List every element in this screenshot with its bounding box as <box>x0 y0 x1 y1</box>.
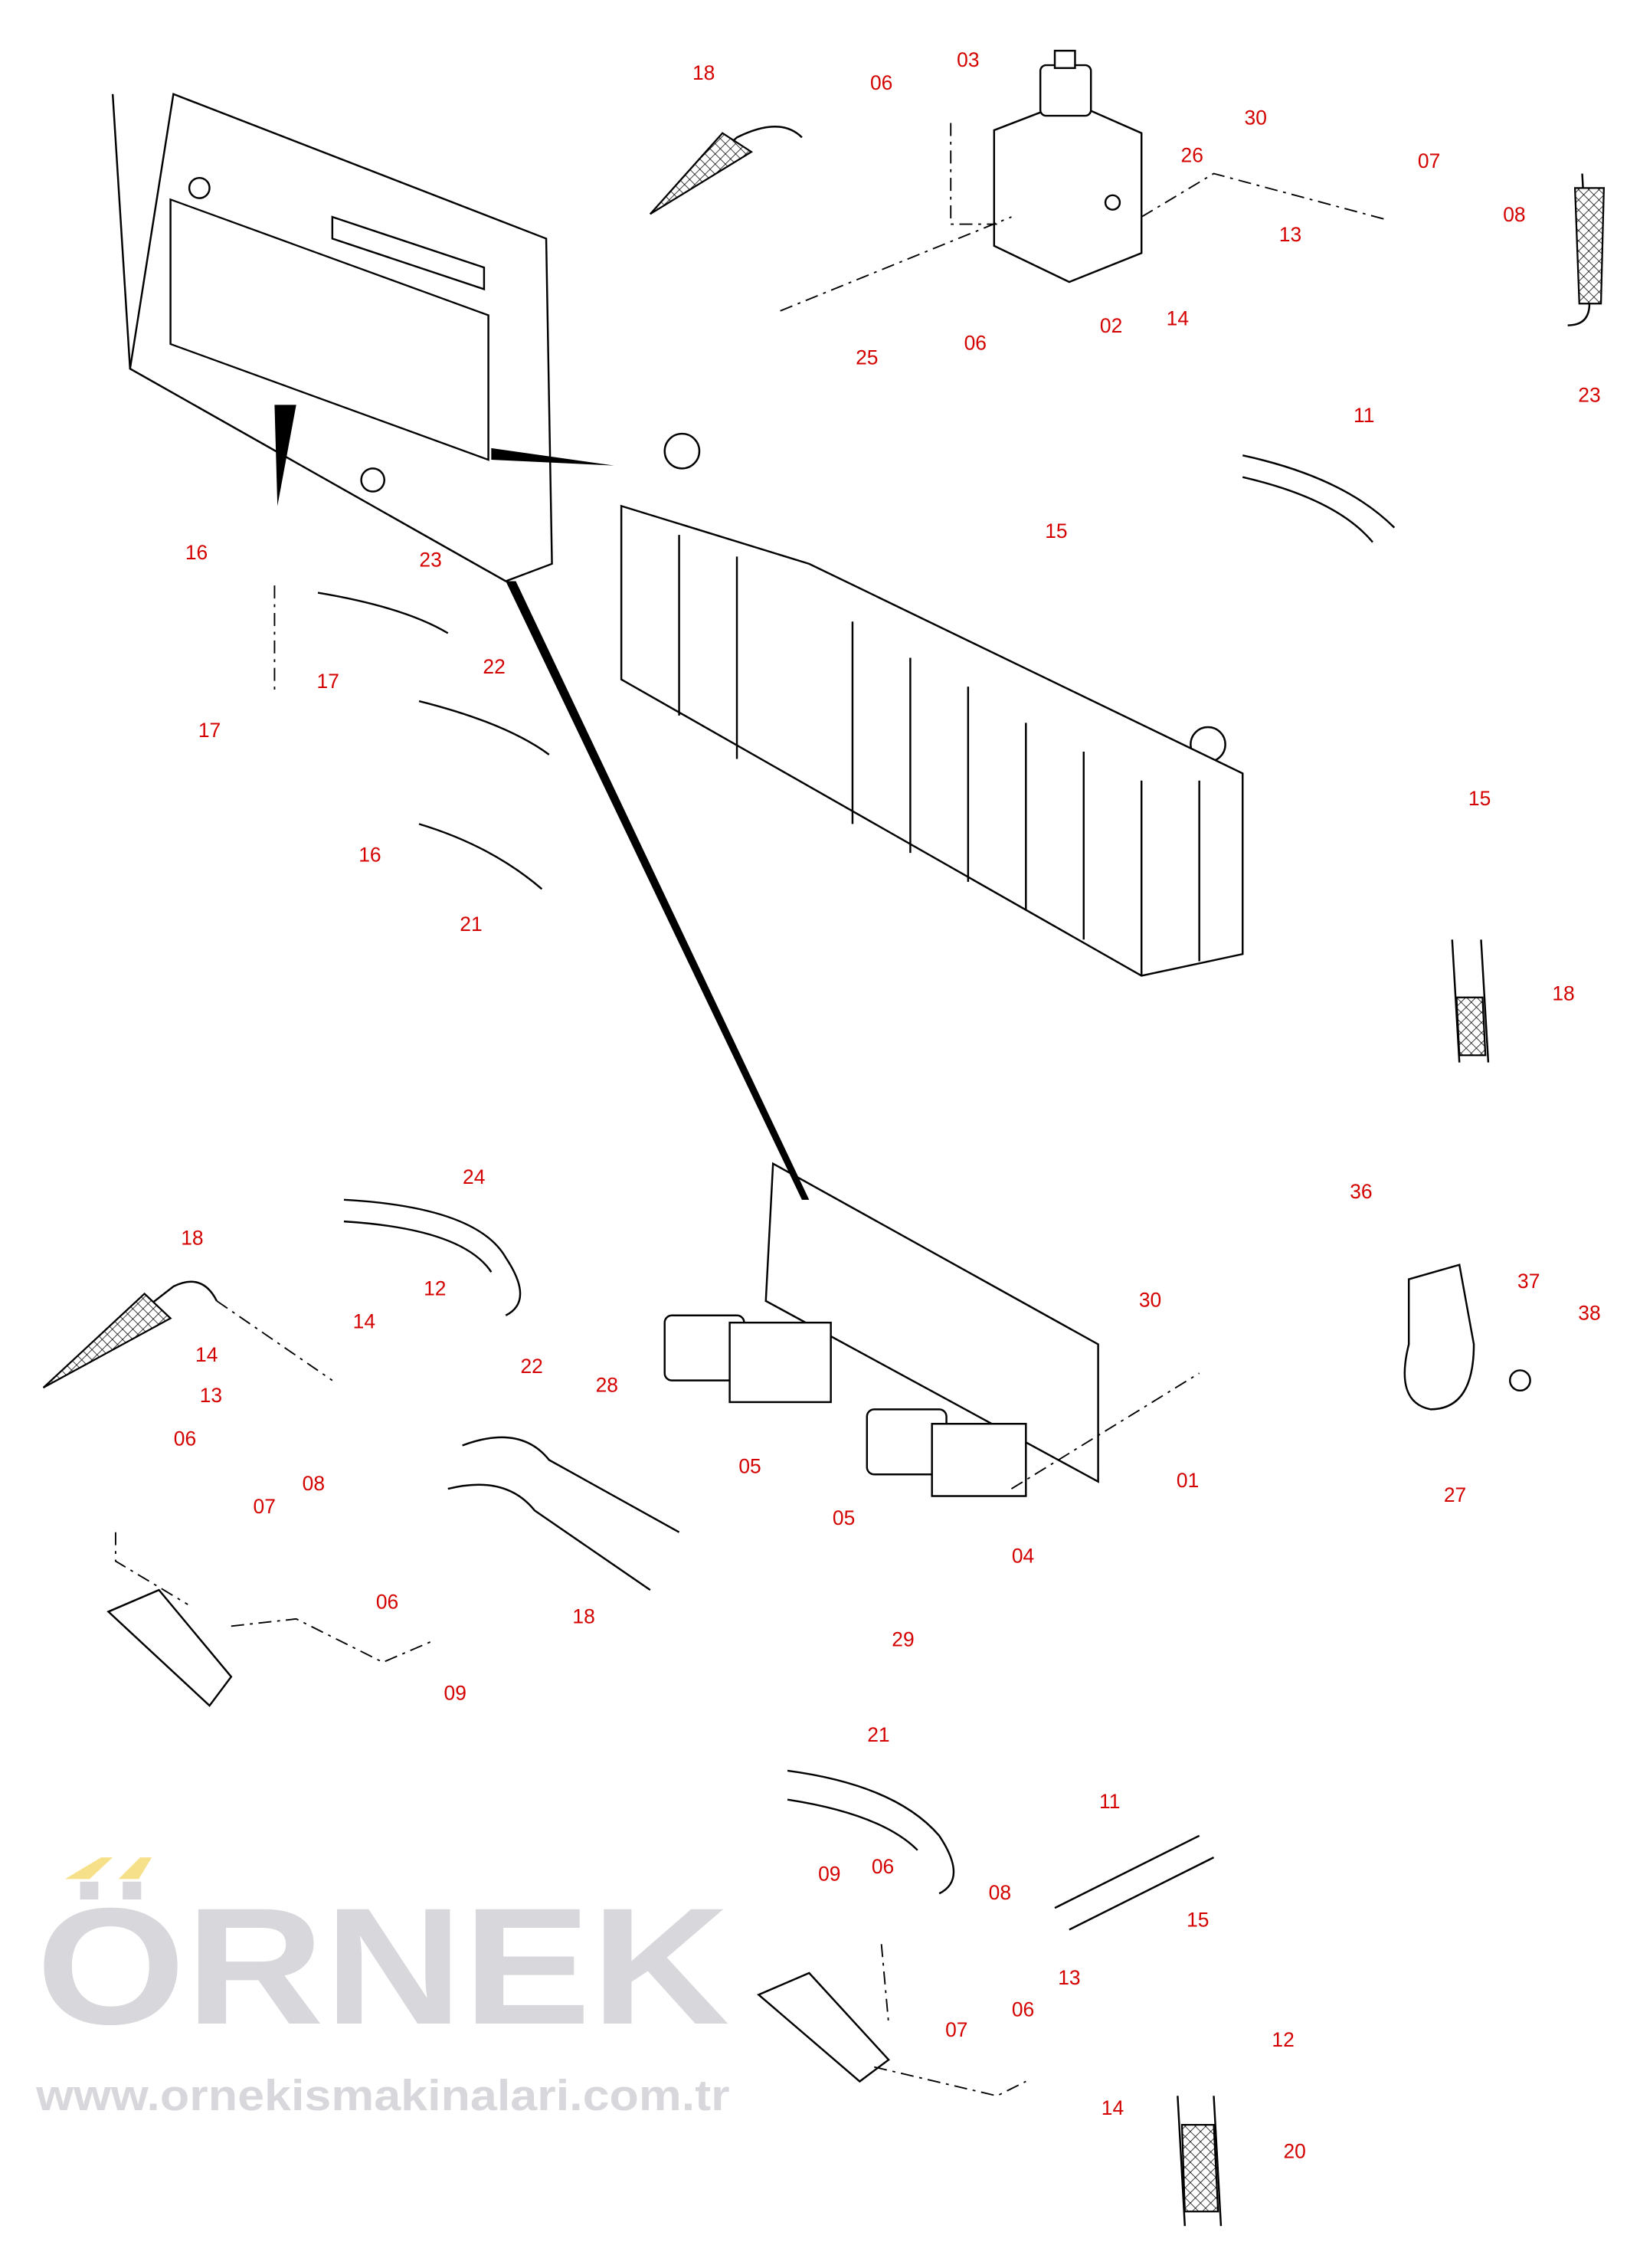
part-label: 08 <box>989 1881 1011 1904</box>
connection-lines <box>114 123 1388 2097</box>
part-label: 22 <box>483 655 505 678</box>
part-label: 11 <box>1099 1790 1120 1813</box>
part-label: 22 <box>520 1355 542 1378</box>
part-label: 29 <box>892 1628 914 1651</box>
part-label: 14 <box>195 1343 218 1366</box>
part-label: 09 <box>818 1862 840 1885</box>
part-label: 05 <box>738 1454 761 1477</box>
watermark-brand: ÖRNEK <box>36 1873 729 2059</box>
part-label: 23 <box>419 549 441 572</box>
part-label: 25 <box>856 346 878 369</box>
part-label: 05 <box>833 1506 855 1529</box>
pressure-valve <box>993 49 1143 284</box>
part-label: 21 <box>867 1723 889 1746</box>
part-label: 23 <box>1578 384 1600 407</box>
watermark-accent-left <box>64 1857 113 1880</box>
part-label: 06 <box>174 1427 196 1450</box>
watermark-url: www.ornekismakinalari.com.tr <box>35 2071 730 2119</box>
part-label: 06 <box>376 1591 398 1614</box>
part-labels: 18 06 03 30 26 07 08 13 14 06 02 25 23 11 15 16 23 22 17 17… <box>174 48 1601 2163</box>
part-label: 04 <box>1012 1544 1034 1567</box>
part-label: 01 <box>1177 1469 1199 1492</box>
watermark: ÖRNEK www.ornekismakinalari.com.tr <box>35 1857 730 2119</box>
part-label: 13 <box>1058 1966 1080 1989</box>
part-label: 20 <box>1283 2139 1305 2162</box>
part-label: 02 <box>1100 314 1122 337</box>
part-label: 08 <box>303 1472 325 1495</box>
part-label: 27 <box>1444 1483 1466 1506</box>
part-label: 16 <box>358 843 381 866</box>
part-label: 36 <box>1350 1180 1372 1203</box>
part-label: 03 <box>957 48 979 71</box>
part-label: 24 <box>463 1165 485 1188</box>
hoses <box>42 125 1606 2227</box>
part-label: 18 <box>181 1226 203 1249</box>
part-label: 06 <box>870 71 892 94</box>
part-label: 21 <box>460 913 482 936</box>
part-label: 12 <box>424 1277 446 1300</box>
part-label: 07 <box>254 1495 276 1518</box>
part-label: 07 <box>1418 149 1440 172</box>
part-label: 14 <box>1102 2096 1124 2119</box>
part-label: 06 <box>872 1855 894 1878</box>
valve-cabinet <box>111 93 810 1200</box>
part-label: 08 <box>1503 203 1525 226</box>
part-label: 06 <box>964 332 987 355</box>
part-label: 15 <box>1187 1909 1209 1932</box>
part-label: 18 <box>572 1605 594 1628</box>
part-label: 28 <box>596 1374 618 1397</box>
part-label: 07 <box>945 2018 967 2041</box>
part-label: 13 <box>200 1384 222 1407</box>
part-label: 13 <box>1279 223 1301 246</box>
part-label: 15 <box>1468 787 1491 810</box>
part-label: 38 <box>1578 1301 1600 1324</box>
part-label: 11 <box>1354 404 1374 427</box>
part-label: 14 <box>353 1310 375 1333</box>
part-label: 18 <box>692 61 715 84</box>
part-label: 16 <box>185 541 208 564</box>
part-label: 17 <box>317 670 339 693</box>
watermark-accent-right <box>118 1857 152 1880</box>
part-label: 09 <box>444 1682 466 1705</box>
part-label: 30 <box>1245 106 1267 129</box>
part-label: 30 <box>1139 1288 1161 1311</box>
part-label: 17 <box>198 719 221 742</box>
part-label: 37 <box>1517 1270 1540 1293</box>
mounting-plates <box>106 1162 1531 2083</box>
part-label: 26 <box>1181 143 1203 166</box>
part-label: 18 <box>1552 982 1574 1005</box>
part-label: 12 <box>1272 2028 1294 2051</box>
main-valve-block <box>620 432 1244 977</box>
part-label: 14 <box>1167 307 1189 330</box>
part-label: 15 <box>1045 519 1067 542</box>
part-label: 06 <box>1012 1998 1034 2021</box>
